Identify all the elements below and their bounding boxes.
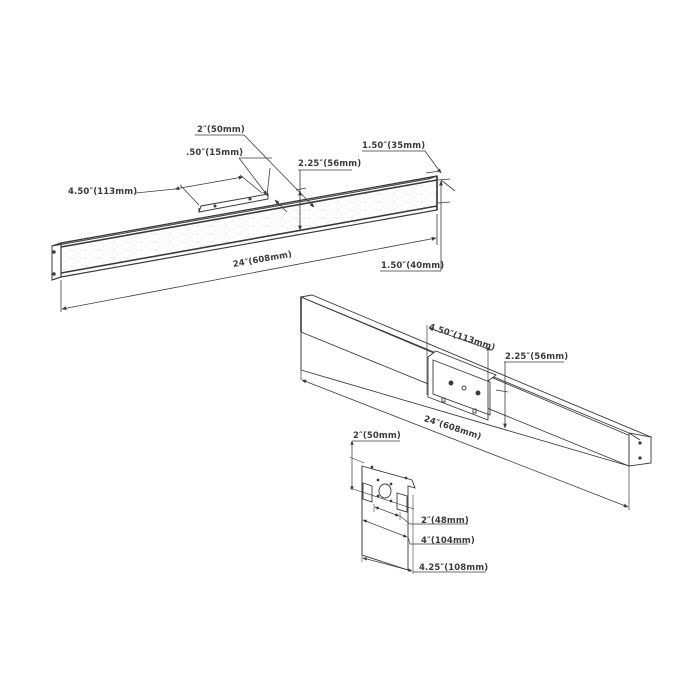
label-rear-canopy-height: 2.25″(56mm) [505, 352, 569, 362]
front-view [51, 134, 456, 312]
label-front-backplate-height: 2″(50mm) [197, 125, 245, 135]
canopy-box [427, 350, 497, 421]
label-front-backplate-width: 4.50″(113mm) [68, 187, 138, 197]
plate-outline [361, 465, 416, 571]
rear-end-cap [628, 432, 652, 467]
label-front-overall-height: 2.25″(56mm) [298, 159, 362, 169]
label-front-bar-height: 1.50″(40mm) [381, 261, 445, 271]
label-plate-height: 2″(50mm) [353, 431, 401, 441]
label-plate-slot-spacing: 2″(48mm) [421, 516, 469, 526]
label-front-bar-depth: 1.50″(35mm) [362, 141, 426, 151]
label-front-backplate-depth: .50″(15mm) [186, 148, 244, 158]
mounting-plate [349, 440, 486, 574]
label-plate-inner-width: 4″(104mm) [421, 536, 475, 546]
rear-view [299, 294, 653, 510]
label-plate-overall-width: 4.25″(108mm) [419, 563, 489, 573]
